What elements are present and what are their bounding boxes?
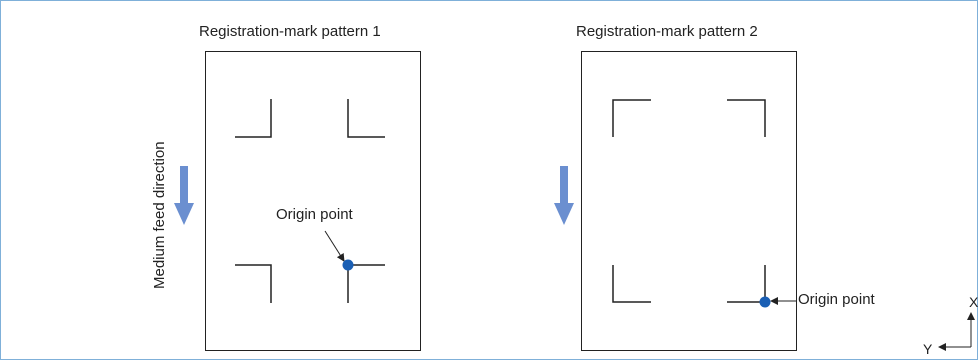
origin-point-dot-1 (342, 259, 354, 271)
feed-direction-arrow-1 (174, 166, 194, 225)
y-axis-label: Y (923, 341, 933, 357)
x-axis-label: X (969, 294, 978, 310)
registration-mark-2-top-right (727, 99, 766, 137)
origin-point-label-2: Origin point (798, 291, 875, 308)
origin-point-dot-2 (759, 296, 771, 308)
feed-direction-arrow-2 (554, 166, 574, 225)
origin-leader-1 (324, 230, 345, 262)
pattern-1-title: Registration-mark pattern 1 (199, 23, 381, 40)
registration-mark-1-top-right (347, 99, 385, 138)
registration-mark-1-bottom-left (235, 264, 272, 303)
medium-sheet-1 (205, 51, 421, 351)
origin-point-label-1: Origin point (276, 206, 353, 223)
registration-mark-2-top-left (612, 99, 651, 137)
registration-mark-2-bottom-left (612, 265, 651, 303)
pattern-2-title: Registration-mark pattern 2 (576, 23, 758, 40)
registration-mark-1-top-left (235, 99, 272, 138)
